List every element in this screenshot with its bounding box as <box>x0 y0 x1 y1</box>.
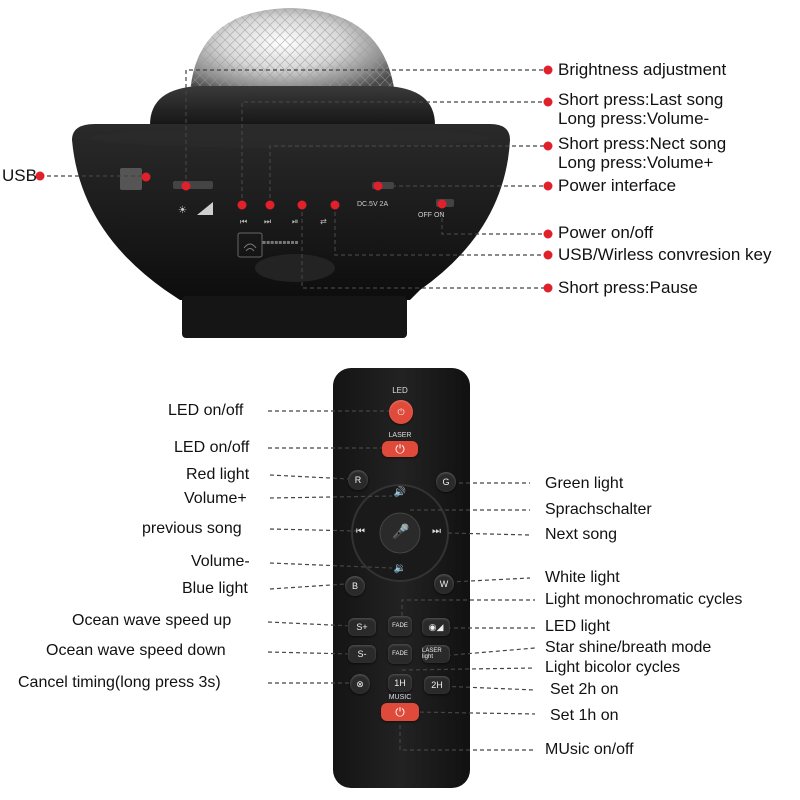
sun-icon: ☀ <box>178 205 187 216</box>
play-pause-icon: ⏯ <box>292 217 298 226</box>
microphone-icon[interactable]: 🎤 <box>392 523 410 539</box>
label-white-light: White light <box>545 569 620 586</box>
previous-icon[interactable]: ⏮ <box>356 526 365 537</box>
label-mono-cycles: Light monochromatic cycles <box>545 591 743 608</box>
next-icon: ⏭ <box>264 217 271 226</box>
volume-down-icon[interactable]: 🔉 <box>393 563 407 574</box>
label-last-song-short: Short press:Last song <box>558 90 724 109</box>
label-ocean-down: Ocean wave speed down <box>46 642 226 659</box>
timer-1h-button[interactable]: 1H <box>388 674 412 692</box>
power-icon: ⏻ <box>397 406 405 417</box>
device-logo-emboss <box>255 254 335 282</box>
laser-light-button[interactable]: LASER light <box>422 645 450 663</box>
fade2-button[interactable]: FADE <box>388 644 412 664</box>
label-blue-light: Blue light <box>182 580 248 597</box>
label-sprachschalter: Sprachschalter <box>545 501 652 518</box>
label-set-1h: Set 1h on <box>550 707 619 724</box>
led-brightness-icon: ◉◢ <box>428 621 444 632</box>
label-volume-plus: Volume+ <box>184 490 247 507</box>
remote-leader-lines <box>267 410 536 751</box>
label-previous-song: previous song <box>142 520 242 537</box>
mode-icon: ⇄ <box>320 217 327 226</box>
device-markers <box>35 65 553 293</box>
label-cancel-timing: Cancel timing(long press 3s) <box>18 674 221 691</box>
label-power-onoff: Power on/off <box>558 223 654 242</box>
label-led-onoff-1: LED on/off <box>168 402 244 419</box>
fade-button[interactable]: FADE <box>388 616 412 636</box>
label-power-interface: Power interface <box>558 176 677 195</box>
device-top-cap <box>150 86 435 125</box>
cancel-icon: ⊗ <box>356 678 364 689</box>
off-on-text: OFF ON <box>418 212 445 219</box>
remote-text-music: MUSIC <box>388 694 412 701</box>
device-base <box>182 296 407 338</box>
timer-2h-button[interactable]: 2H <box>424 676 450 694</box>
red-button[interactable]: R <box>348 470 368 490</box>
label-last-song-long: Long press:Volume- <box>558 109 710 128</box>
speed-up-button[interactable]: S+ <box>348 618 376 636</box>
prev-icon: ⏮ <box>240 217 247 226</box>
music-power-button[interactable]: ⏻ <box>381 703 419 721</box>
next-icon[interactable]: ⏭ <box>432 526 441 537</box>
label-star-shine: Star shine/breath mode <box>545 639 712 656</box>
speed-down-button[interactable]: S- <box>348 645 376 663</box>
device-leader-lines <box>40 69 548 289</box>
power-icon: ⏻ <box>395 704 405 719</box>
label-set-2h: Set 2h on <box>550 681 619 698</box>
label-usb: USB <box>2 166 37 185</box>
cancel-timing-button[interactable]: ⊗ <box>350 674 370 694</box>
volume-up-icon[interactable]: 🔊 <box>393 487 407 498</box>
remote-text-led: LED <box>392 386 408 395</box>
label-bicolor: Light bicolor cycles <box>545 659 681 676</box>
label-next-song-long: Long press:Volume+ <box>558 153 714 172</box>
usb-port <box>120 168 142 190</box>
label-usb-wireless: USB/Wirless convresion key <box>558 245 772 264</box>
power-icon: ⏻ <box>395 441 405 456</box>
projector-device: ☀ ⏮ ⏭ ⏯ ⇄ ▪▪▪▪▪▪▪▪▪ <box>72 8 510 338</box>
label-volume-minus: Volume- <box>191 553 250 570</box>
green-button[interactable]: G <box>436 472 456 492</box>
label-next-song: Next song <box>545 526 618 543</box>
label-led-light: LED light <box>545 618 610 635</box>
blue-button[interactable]: B <box>345 576 365 596</box>
label-next-song-short: Short press:Nect song <box>558 134 727 153</box>
laser-power-button[interactable]: ⏻ <box>382 441 418 457</box>
label-music-onoff: MUsic on/off <box>545 741 634 758</box>
label-pause: Short press:Pause <box>558 278 698 297</box>
brightness-slider <box>173 181 213 189</box>
remote-text-laser: LASER <box>388 432 412 439</box>
svg-text:▪▪▪▪▪▪▪▪▪: ▪▪▪▪▪▪▪▪▪ <box>262 239 299 246</box>
label-red-light: Red light <box>186 466 250 483</box>
device-bowl <box>72 124 510 300</box>
label-led-onoff-2: LED on/off <box>174 439 250 456</box>
dc-rating-text: DC.5V 2A <box>357 201 389 208</box>
led-power-button[interactable]: ⏻ <box>389 400 413 424</box>
label-brightness: Brightness adjustment <box>558 60 727 79</box>
brightness-ramp-icon <box>197 202 213 215</box>
label-ocean-up: Ocean wave speed up <box>72 612 232 629</box>
white-button[interactable]: W <box>434 574 454 594</box>
wireless-icon <box>237 232 263 258</box>
led-light-button[interactable]: ◉◢ <box>422 618 450 636</box>
label-green-light: Green light <box>545 475 624 492</box>
